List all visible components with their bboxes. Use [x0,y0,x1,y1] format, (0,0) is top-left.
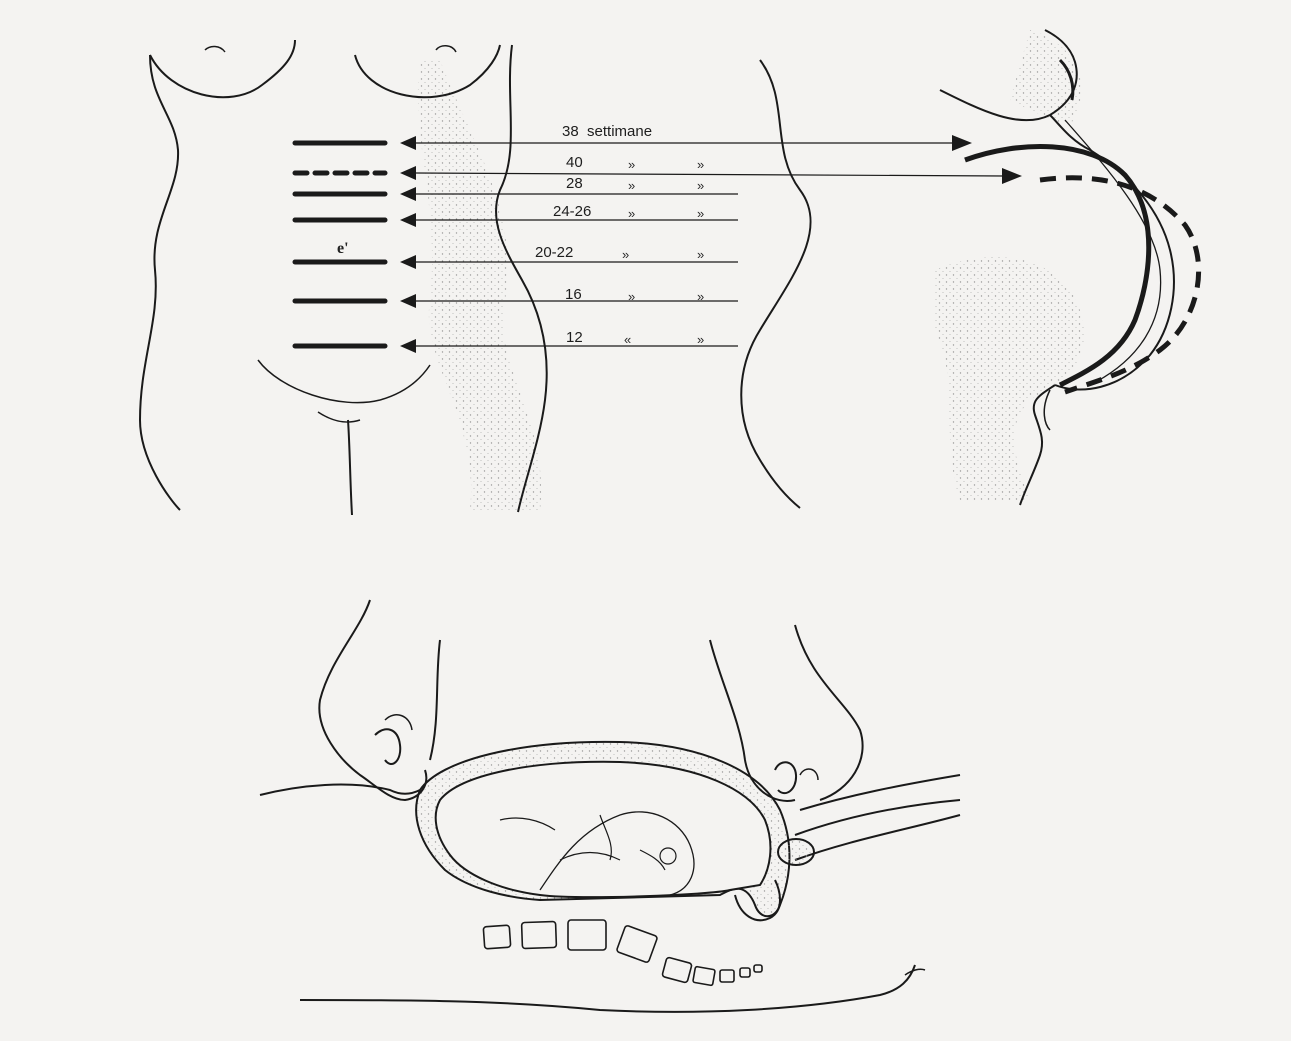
week-label-12: 12 [566,330,583,345]
ditto-mark: » [628,206,635,221]
frontal-torso [140,40,547,515]
palpation-diagram [260,600,960,1012]
ditto-mark: » [697,289,704,304]
week-label-40: 40 [566,155,583,170]
marker-arrowheads [400,136,416,353]
umbilicus-letter: e' [337,240,349,258]
ditto-mark: » [622,247,629,262]
lateral-profile [741,30,1198,508]
ditto-mark: » [697,157,704,172]
week-label-38: 38 settimane [562,124,652,139]
ditto-mark: » [628,157,635,172]
ditto-mark: « [624,332,631,347]
ditto-mark: » [628,178,635,193]
week-label-24-26: 24-26 [553,204,591,219]
week-label-16: 16 [565,287,582,302]
side-arrowheads [952,135,1022,184]
week-label-20-22: 20-22 [535,245,573,260]
ditto-mark: » [697,206,704,221]
ditto-mark: » [697,178,704,193]
ditto-mark: » [628,289,635,304]
week-label-28: 28 [566,176,583,191]
ditto-mark: » [697,332,704,347]
ditto-mark: » [697,247,704,262]
